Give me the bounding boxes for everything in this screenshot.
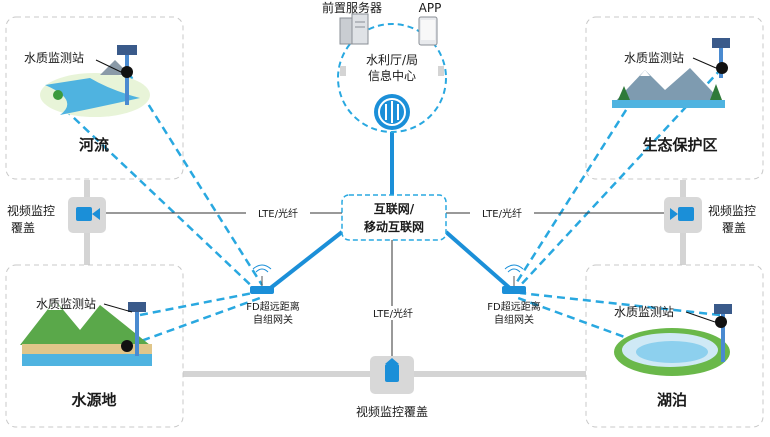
source-illustration [20, 300, 152, 366]
eco-illustration [612, 68, 725, 108]
right-gateway-line2: 自组网关 [494, 313, 534, 326]
source-title: 水源地 [71, 391, 116, 409]
internet-to-left-gateway-link [266, 230, 344, 292]
source-station-label: 水质监测站 [36, 297, 96, 311]
internet-box [341, 194, 447, 241]
eco-station-label: 水质监测站 [624, 51, 684, 65]
left-video-line1: 视频监控 [7, 203, 55, 218]
river-panel [5, 16, 184, 180]
left-link-label: LTE/光纤 [258, 207, 298, 220]
center-line2: 信息中心 [368, 68, 416, 83]
lake-illustration [614, 328, 730, 376]
internet-line2: 移动互联网 [364, 219, 424, 234]
eco-station-icon [712, 38, 730, 78]
left-camera-icon [68, 197, 106, 233]
small-device-icons [340, 66, 444, 76]
right-camera-icon [664, 197, 702, 233]
bottom-link-label: LTE/光纤 [373, 307, 413, 320]
river-station-label: 水质监测站 [24, 51, 84, 65]
center-line1: 水利厅/局 [366, 53, 418, 67]
water-ministry-logo-icon [374, 94, 410, 130]
lake-station-label: 水质监测站 [614, 305, 674, 319]
server-label: 前置服务器 [322, 0, 382, 15]
lake-panel [585, 264, 764, 428]
internet-line1: 互联网/ [374, 202, 415, 216]
river-title: 河流 [79, 136, 109, 154]
source-panel [5, 264, 184, 428]
right-gateway-icon [502, 264, 526, 294]
left-gateway-line2: 自组网关 [253, 313, 293, 326]
server-icon [339, 13, 369, 45]
river-illustration [40, 60, 150, 117]
left-video-line2: 覆盖 [11, 221, 35, 235]
bottom-camera-icon [370, 356, 414, 394]
left-gateway-icon [250, 264, 274, 294]
right-video-line2: 覆盖 [722, 221, 746, 235]
right-video-line1: 视频监控 [708, 203, 756, 218]
right-gateway-line1: FD超远距离 [487, 300, 540, 313]
eco-title: 生态保护区 [642, 136, 717, 154]
bottom-video-label: 视频监控覆盖 [356, 404, 428, 419]
lake-title: 湖泊 [657, 391, 687, 409]
right-link-label: LTE/光纤 [482, 207, 522, 220]
river-station-icon [117, 45, 137, 105]
internet-to-right-gateway-link [444, 230, 514, 292]
phone-icon [418, 16, 438, 46]
app-label: APP [419, 1, 442, 15]
lake-station-icon [714, 304, 732, 362]
source-station-icon [128, 302, 146, 356]
wireless-links [54, 67, 723, 352]
info-center-circle [337, 23, 447, 133]
eco-panel [585, 16, 764, 180]
left-gateway-line1: FD超远距离 [246, 300, 299, 313]
